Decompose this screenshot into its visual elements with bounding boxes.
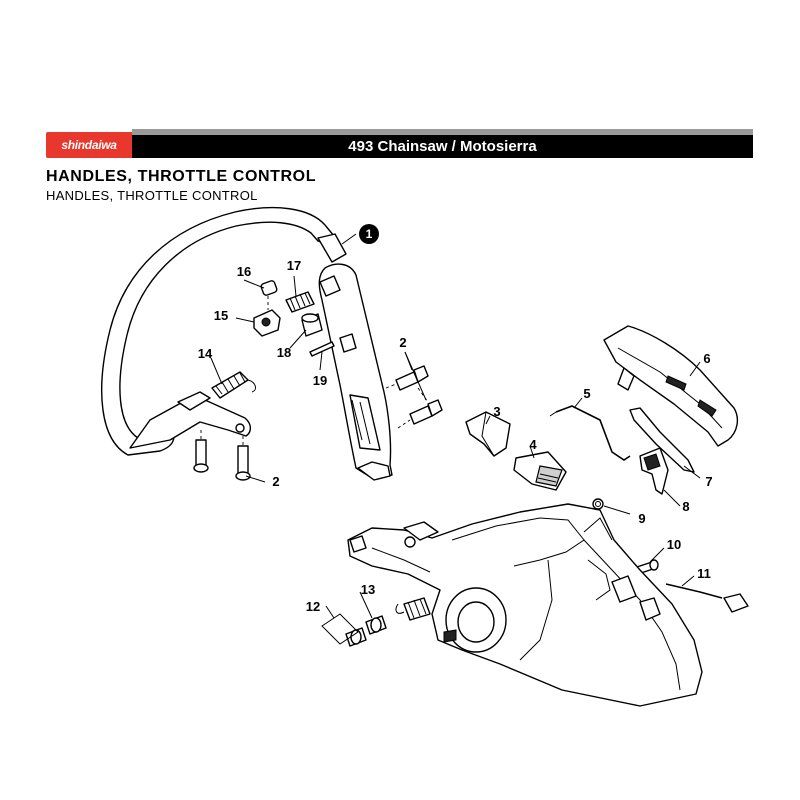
callout-2-left: 2	[272, 474, 279, 489]
part-bolts-12	[321, 613, 387, 647]
part-throttle-rod-5	[549, 405, 631, 461]
callout-15: 15	[214, 308, 228, 323]
part-bushing-18	[301, 313, 323, 337]
part-spring-9	[592, 498, 604, 510]
callout-1-marker	[359, 224, 379, 244]
callout-labels: 1 2 2 3 4 5 6 7 8 9 10 11 12 13 14 15 16…	[198, 224, 713, 614]
callout-14: 14	[198, 346, 213, 361]
callout-12: 12	[306, 599, 320, 614]
title-bar: 493 Chainsaw / Motosierra	[132, 135, 753, 158]
part-spring-14	[211, 371, 256, 399]
part-front-handle	[101, 206, 393, 481]
leader-lines	[210, 233, 701, 619]
part-throttle-4	[513, 451, 567, 491]
part-main-housing	[347, 503, 703, 707]
part-lever-7	[629, 407, 695, 473]
part-bolt-16	[260, 280, 278, 310]
section-heading: HANDLES, THROTTLE CONTROL	[46, 168, 317, 185]
callout-2-right: 2	[399, 335, 406, 350]
callout-5: 5	[583, 386, 590, 401]
callout-11: 11	[697, 566, 711, 581]
part-vibration-mount-15	[253, 309, 281, 337]
callout-17: 17	[287, 258, 301, 273]
callout-3: 3	[493, 404, 500, 419]
callout-10: 10	[667, 537, 681, 552]
callout-7: 7	[705, 474, 712, 489]
shindaiwa-logo: shindaiwa	[46, 132, 132, 158]
part-spring-17	[285, 291, 315, 313]
callout-4: 4	[529, 437, 537, 452]
part-throttle-lockout-3	[465, 411, 511, 457]
part-pin-19	[309, 341, 335, 357]
part-bolts-2-left	[193, 430, 251, 481]
part-spring-13	[395, 597, 431, 621]
callout-8: 8	[682, 499, 689, 514]
callout-18: 18	[277, 345, 291, 360]
callout-1: 1	[366, 227, 373, 241]
title-bar-accent	[132, 129, 753, 135]
callout-19: 19	[313, 373, 327, 388]
part-trigger-8	[639, 447, 669, 495]
part-choke-rod-11	[665, 583, 749, 613]
callout-13: 13	[361, 582, 375, 597]
part-bolts-2-right	[385, 365, 443, 429]
section-subheading: HANDLES, THROTTLE CONTROL	[46, 188, 258, 203]
callout-16: 16	[237, 264, 251, 279]
page-title: 493 Chainsaw / Motosierra	[348, 138, 537, 155]
part-rear-handle-cover-6	[603, 325, 739, 447]
part-handle-bracket	[129, 391, 252, 449]
callout-6: 6	[703, 351, 710, 366]
brand-logo-text: shindaiwa	[61, 138, 117, 152]
callout-9: 9	[638, 511, 645, 526]
